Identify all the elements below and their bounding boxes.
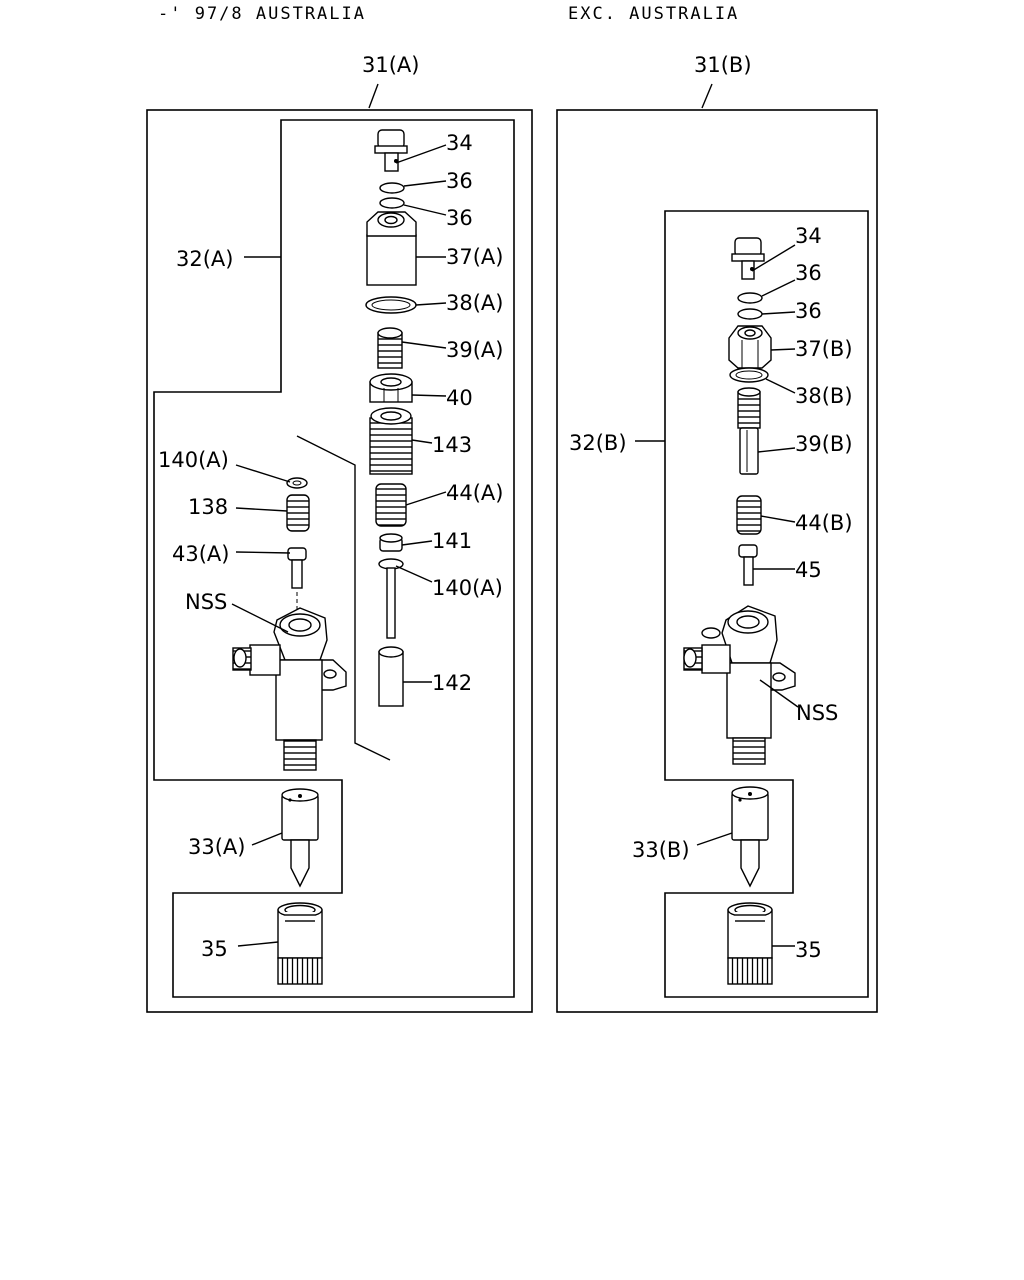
right-labels: 31(B) 32(B) 34 36 36 37(B) 38(B) 39(B) 4… [569,53,853,962]
left-sleeve-part [369,407,413,475]
header-left: -' 97/8 AUSTRALIA [158,4,366,24]
left-shim-rod-part [378,558,404,639]
left-assembly-frame [146,109,533,1013]
left-side-spring-part [286,494,310,532]
left-push-rod-part [287,547,307,589]
left-assembly-label: 31(A) [362,53,419,77]
right-callout-38b: 38(B) [795,384,853,408]
right-washer-lower-part [737,308,763,320]
right-adjust-screw-part [737,387,761,475]
left-gasket-part [365,296,417,314]
left-lock-nut-part [369,373,413,403]
right-nut-label: 35 [795,938,822,962]
left-body-part [232,607,347,771]
left-callout-38a: 38(A) [446,291,503,315]
left-nozzle-label: 33(A) [188,835,245,859]
left-tube-part [378,646,404,707]
right-nozzle-part [731,786,769,888]
right-callout-34: 34 [795,224,822,248]
left-washer-upper-part [379,182,405,194]
right-retaining-nut-part [727,902,773,985]
right-spring-part [736,495,762,535]
left-callout-36-upper: 36 [446,169,473,193]
left-callout-140a-rod: 140(A) [432,576,503,600]
left-callout-39a: 39(A) [446,338,503,362]
left-holder-frame [153,119,515,998]
left-callout-36-lower: 36 [446,206,473,230]
left-holder-label: 32(A) [176,247,233,271]
left-callout-37a: 37(A) [446,245,503,269]
left-callout-142: 142 [432,671,472,695]
left-nut-label: 35 [201,937,228,961]
right-cap-part [728,325,772,369]
right-assembly [556,83,878,1013]
left-callout-34: 34 [446,131,473,155]
right-bolt-part [731,237,765,280]
left-nozzle-part [281,788,319,888]
left-labels: 31(A) 32(A) 34 36 36 37(A) 38(A) 39(A) 4… [158,53,503,961]
left-assembly [146,83,533,1013]
left-callout-143: 143 [432,433,472,457]
right-gasket-part [729,367,769,383]
right-assembly-frame [556,109,878,1013]
right-callout-36-upper: 36 [795,261,822,285]
left-callout-44a: 44(A) [446,481,503,505]
left-retaining-nut-part [277,902,323,985]
left-callout-43a: 43(A) [172,542,229,566]
left-adjust-screw-part [377,327,403,369]
right-body-part [683,605,796,765]
header-right: EXC. AUSTRALIA [568,4,740,24]
left-boundary-leader [296,435,391,761]
left-cap-part [366,211,417,286]
right-nozzle-label: 33(B) [632,838,690,862]
right-callout-nss: NSS [796,701,838,725]
left-callout-138: 138 [188,495,228,519]
left-spring-part [375,483,407,527]
left-callout-nss: NSS [185,590,227,614]
right-assembly-label: 31(B) [694,53,752,77]
right-callout-39b: 39(B) [795,432,853,456]
right-holder-label: 32(B) [569,431,627,455]
right-callout-37b: 37(B) [795,337,853,361]
right-callout-44b: 44(B) [795,511,853,535]
right-callout-45: 45 [795,558,822,582]
left-bolt-part [374,129,408,172]
left-callout-141: 141 [432,529,472,553]
left-callout-140a-side: 140(A) [158,448,229,472]
left-side-shim-part [286,477,308,489]
left-callout-40: 40 [446,386,473,410]
right-push-rod-part [738,544,758,586]
right-callout-36-lower: 36 [795,299,822,323]
left-washer-lower-part [379,197,405,209]
left-seat-part [379,533,403,552]
right-holder-frame [664,210,869,998]
right-washer-upper-part [737,292,763,304]
